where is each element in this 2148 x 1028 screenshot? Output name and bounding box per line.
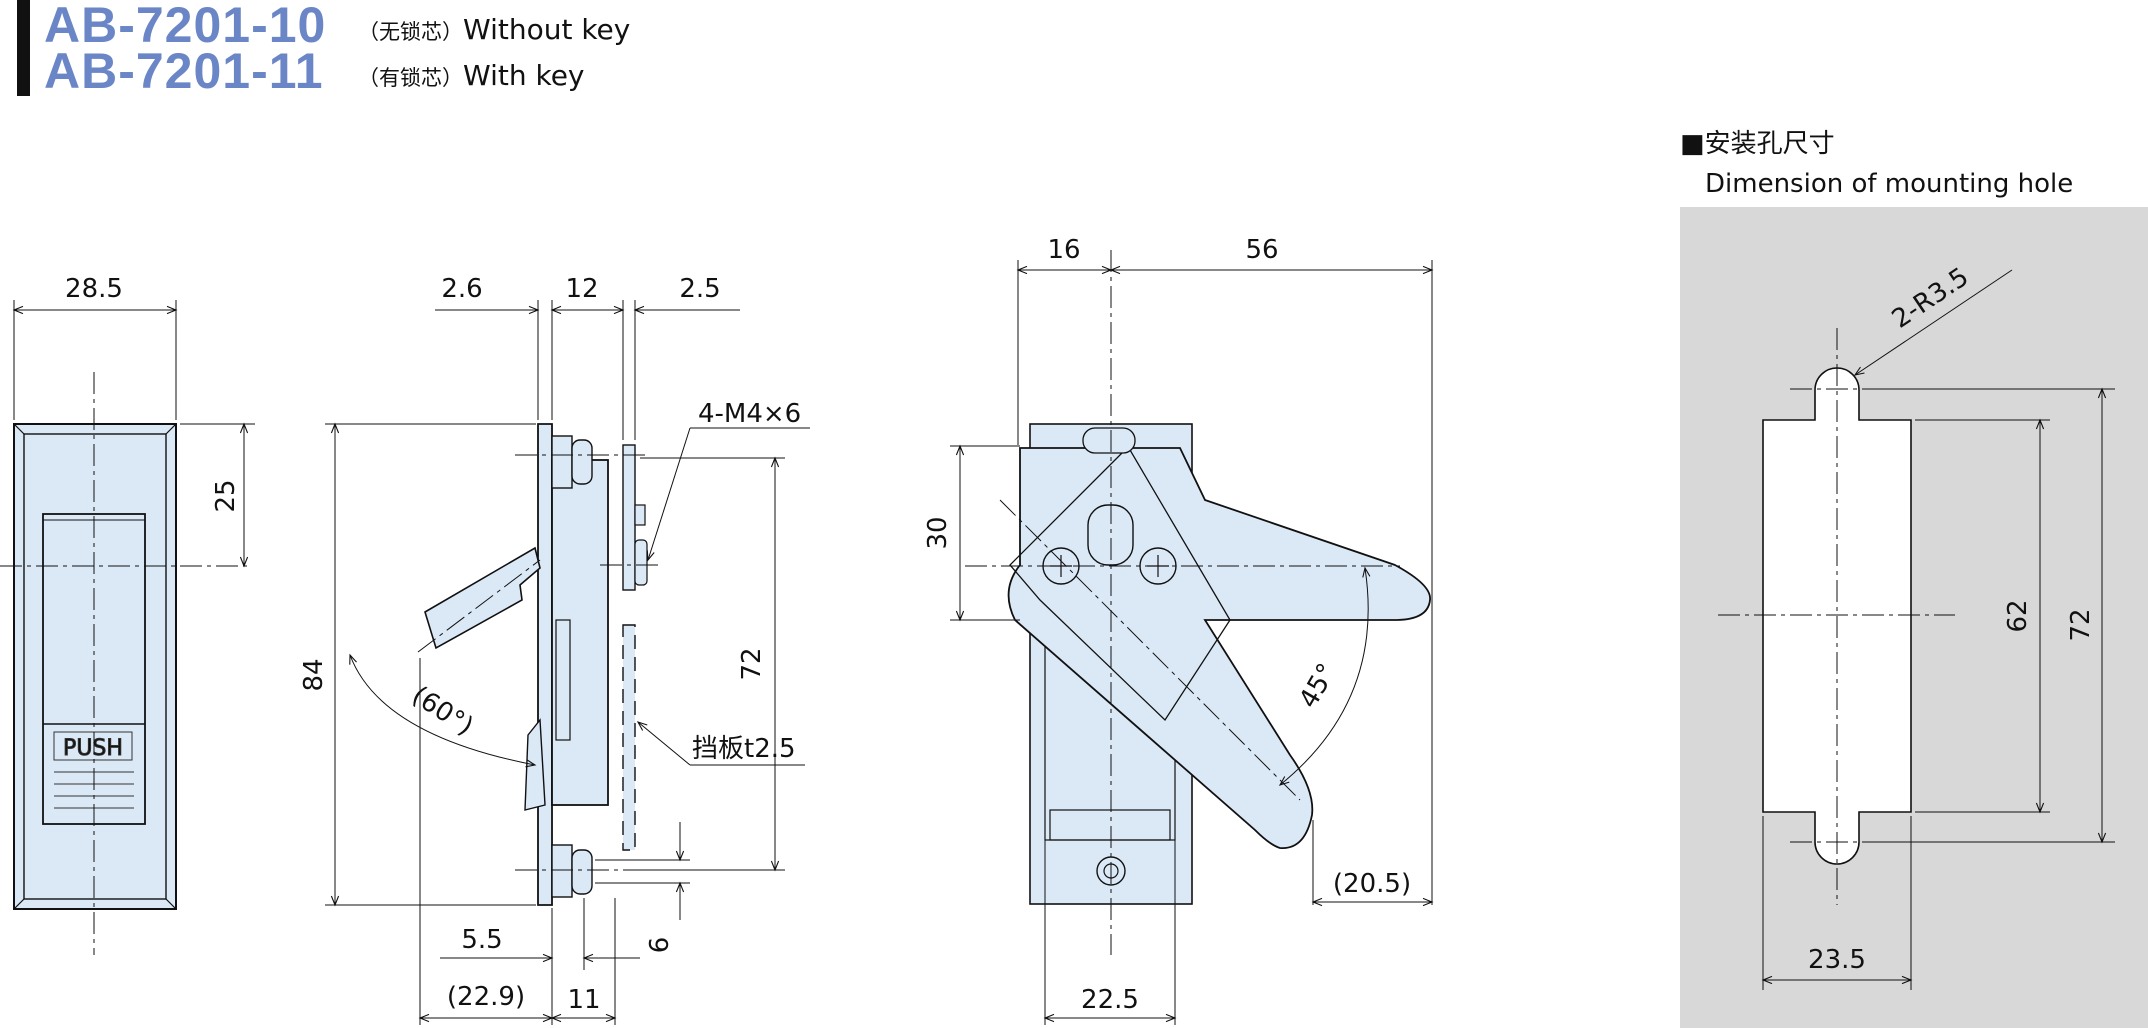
mounting-title-cn: ■安装孔尺寸 — [1680, 129, 1835, 159]
open-view: 16 56 30 45° (20.5) 22.5 — [923, 235, 1434, 1025]
title-bar — [17, 0, 30, 96]
model-number-2: AB-7201-11 — [44, 43, 324, 99]
mounting-panel-bg — [1680, 207, 2148, 1028]
dim-top-left: 16 — [1047, 235, 1080, 265]
dim-hole-h1: 62 — [2003, 599, 2033, 632]
dim-side-c: 2.5 — [679, 274, 720, 304]
dim-bottom-a: 5.5 — [461, 925, 502, 955]
push-label: PUSH — [53, 731, 133, 762]
dim-hole-width: 23.5 — [1808, 945, 1866, 975]
dim-h30: 30 — [923, 516, 953, 549]
dim-bottom-d: 6 — [645, 937, 675, 954]
svg-text:PUSH: PUSH — [63, 736, 123, 761]
model-1-desc: Without key — [463, 13, 631, 46]
dim-side-a: 2.6 — [441, 274, 482, 304]
dim-bottom-b: (22.9) — [447, 982, 525, 1012]
model-2-desc: With key — [463, 59, 585, 92]
model-number-1: AB-7201-10 — [44, 0, 327, 53]
model-2-description: （有锁芯）With key — [358, 62, 585, 90]
dim-angle45: 45° — [1294, 659, 1343, 714]
side-view: 2.6 12 2.5 4-M4×6 84 72 (60°) 挡板t2.5 5.5 — [299, 274, 810, 1025]
dim-top-right: 56 — [1245, 235, 1278, 265]
dim-front-width: 28.5 — [65, 274, 123, 304]
model-1-description: （无锁芯）Without key — [358, 16, 630, 44]
dim-hole-h2: 72 — [2066, 608, 2096, 641]
model-2-note: （有锁芯） — [358, 66, 463, 90]
dim-front-top: 25 — [211, 479, 241, 512]
model-1-note: （无锁芯） — [358, 20, 463, 44]
dim-height-total: 84 — [299, 658, 329, 691]
mounting-hole-panel: ■安装孔尺寸 Dimension of mounting hole 2-R3.5… — [1680, 129, 2148, 1028]
mounting-title-en: Dimension of mounting hole — [1705, 169, 2073, 199]
dim-baffle: 挡板t2.5 — [692, 734, 796, 764]
dim-ext: (20.5) — [1333, 869, 1411, 899]
dim-base-width: 22.5 — [1081, 985, 1139, 1015]
dim-open-angle: (60°) — [406, 681, 478, 742]
dim-bottom-c: 11 — [567, 985, 600, 1015]
title-block: AB-7201-10 （无锁芯）Without key AB-7201-11 （… — [0, 0, 900, 100]
front-view: PUSH 28.5 25 — [0, 274, 255, 955]
dim-pitch: 72 — [737, 647, 767, 680]
dim-screw: 4-M4×6 — [698, 399, 801, 429]
dim-side-b: 12 — [565, 274, 598, 304]
